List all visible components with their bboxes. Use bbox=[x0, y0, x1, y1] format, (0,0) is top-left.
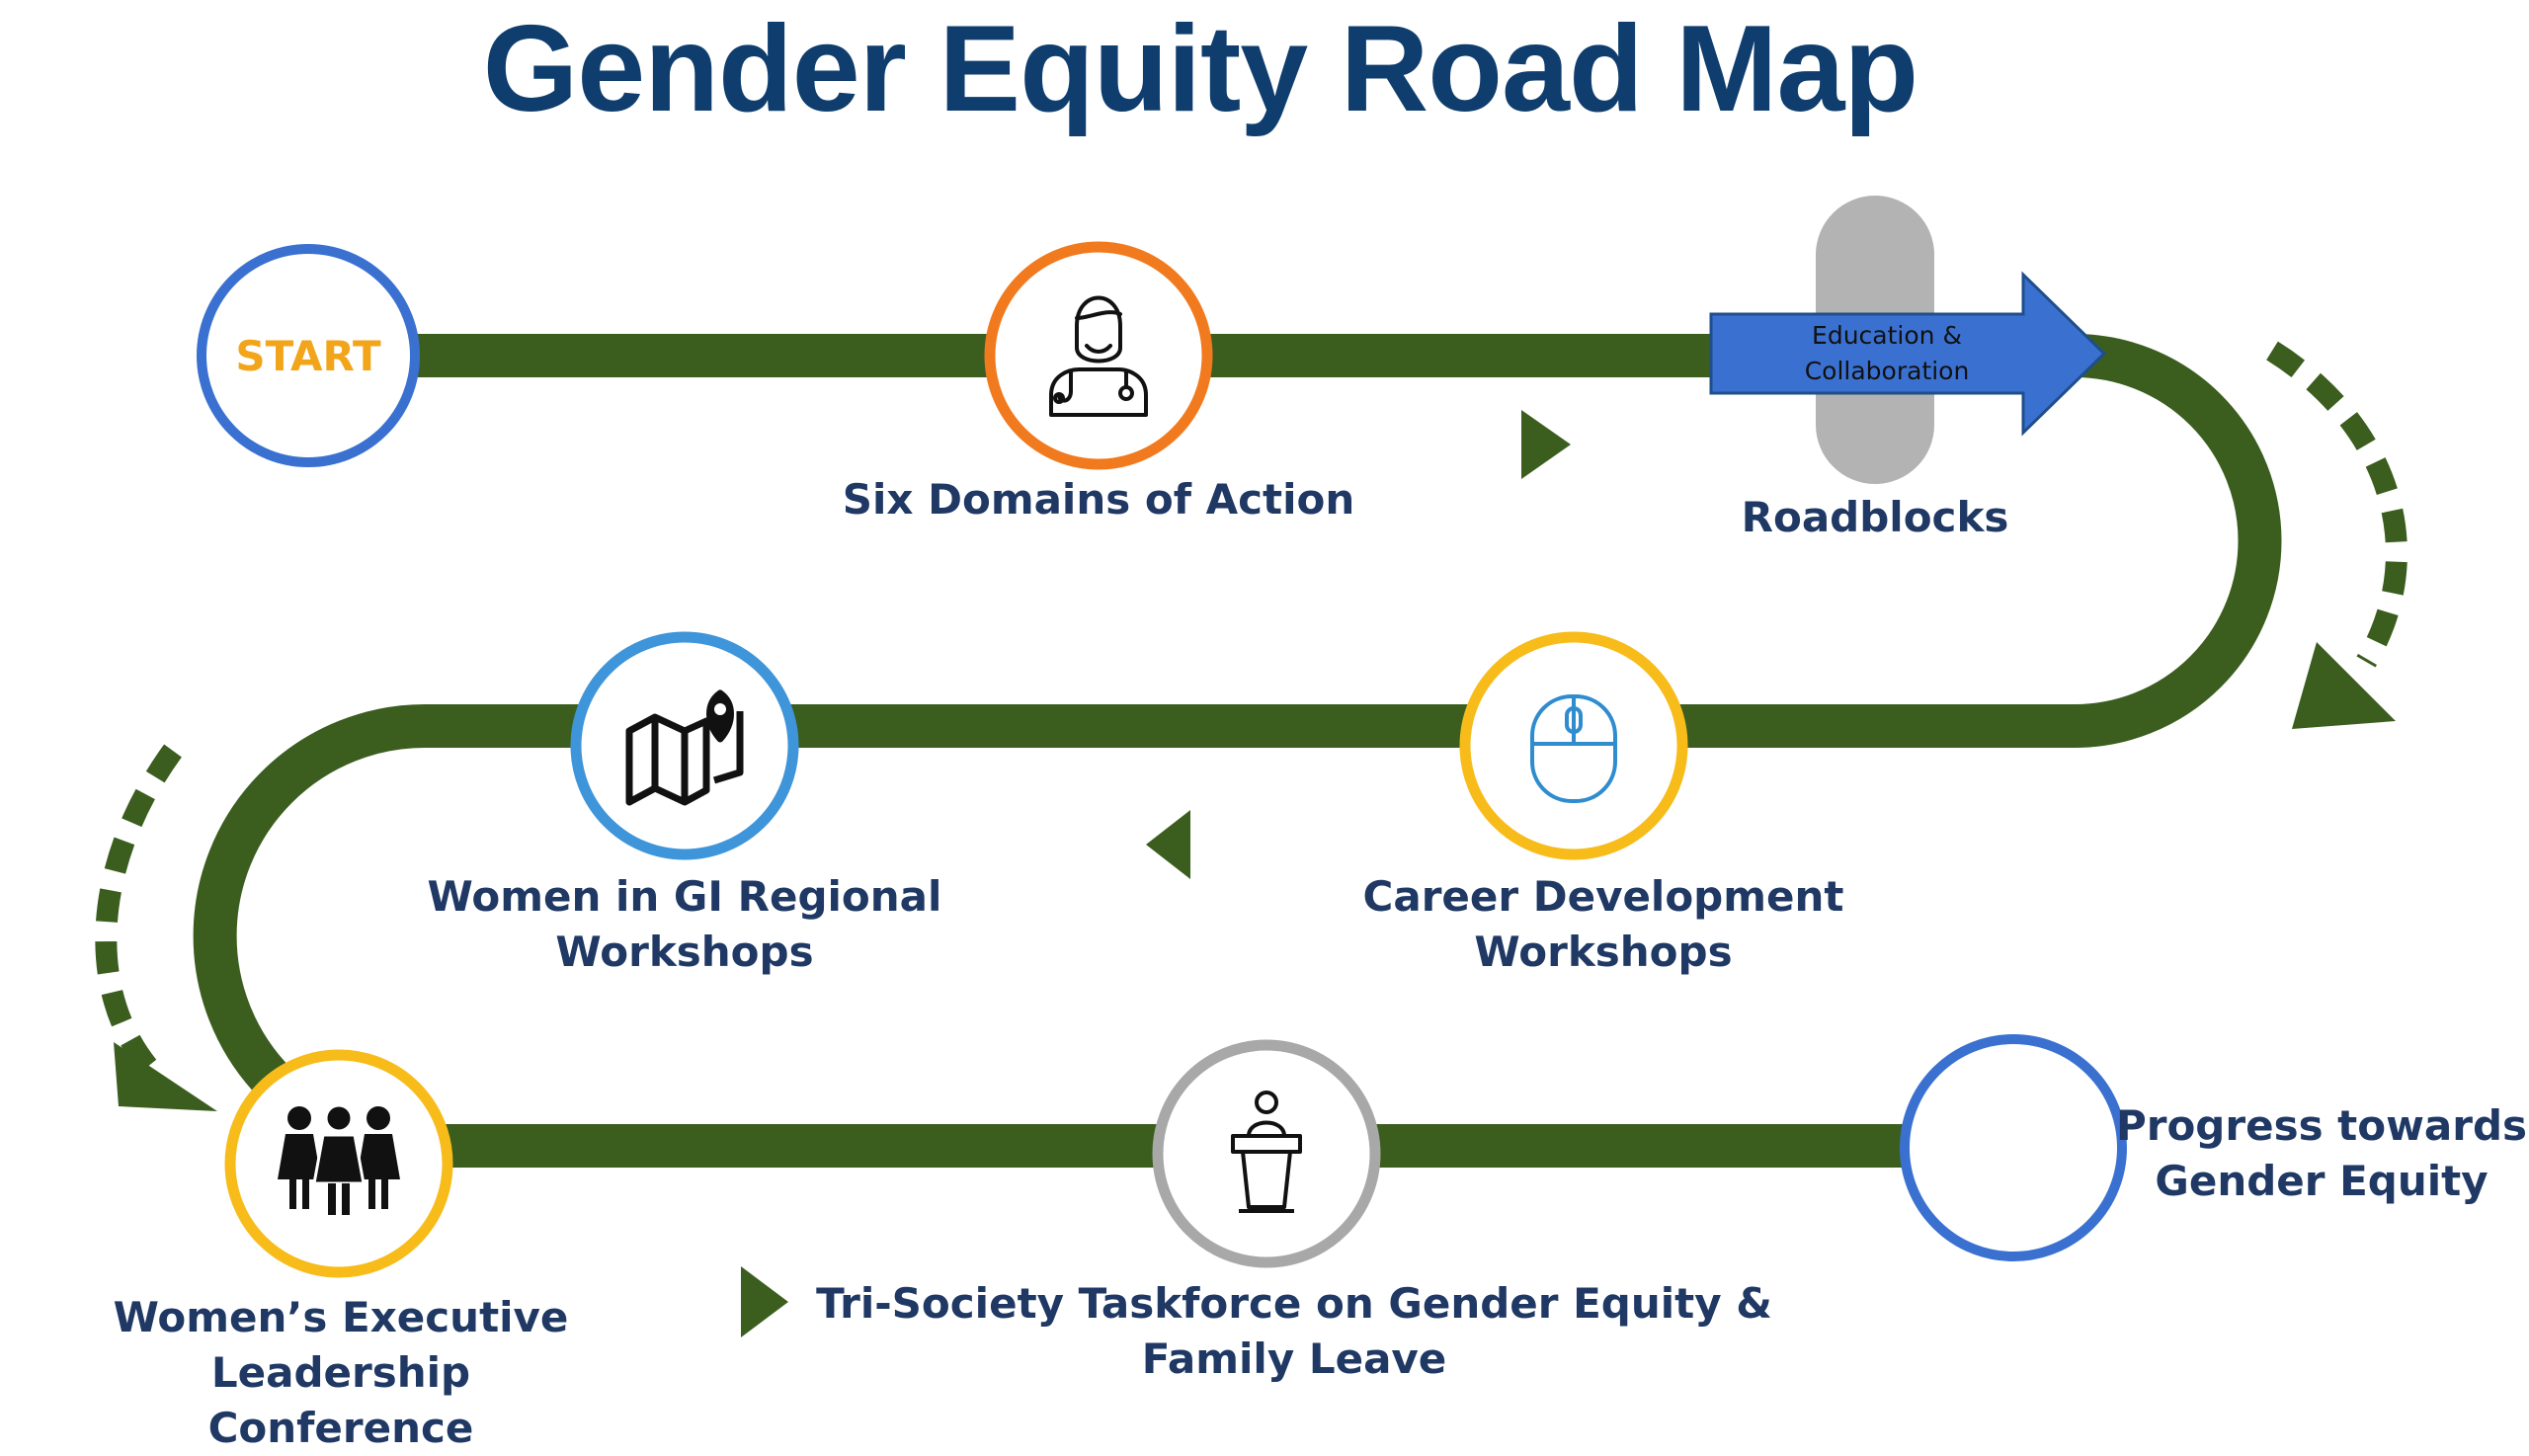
label-regional-workshops: Women in GI Regional Workshops bbox=[427, 872, 942, 976]
start-label: START bbox=[235, 332, 381, 380]
label-career-development: Career Development Workshops bbox=[1362, 872, 1844, 976]
direction-arrow-right-1 bbox=[1521, 410, 1571, 479]
computer-mouse-icon bbox=[1530, 694, 1617, 803]
label-progress: Progress towards Gender Equity bbox=[2115, 1101, 2528, 1205]
road-map-diagram bbox=[95, 196, 2407, 1337]
page-title: Gender Equity Road Map bbox=[482, 1, 1918, 137]
milestone-circle-six-domains bbox=[984, 241, 1213, 470]
milestone-circle-progress bbox=[1900, 1034, 2127, 1261]
doctor-icon bbox=[1049, 295, 1148, 417]
podium-speaker-icon bbox=[1231, 1091, 1302, 1213]
dashed-curve-arrow-right bbox=[2266, 341, 2407, 668]
education-collaboration-label: Education & Collaboration bbox=[1804, 321, 1970, 385]
dashed-curve-arrow-left bbox=[95, 744, 182, 1074]
label-roadblocks: Roadblocks bbox=[1741, 493, 2009, 541]
label-six-domains: Six Domains of Action bbox=[842, 475, 1355, 524]
dashed-curve-arrowhead-left bbox=[114, 1042, 217, 1111]
education-collaboration-arrow bbox=[1709, 271, 2107, 437]
start-circle bbox=[197, 244, 420, 467]
road-path bbox=[193, 334, 2282, 1168]
map-pin-icon bbox=[625, 689, 744, 806]
group-of-women-icon bbox=[278, 1103, 400, 1215]
label-tri-society: Tri-Society Taskforce on Gender Equity &… bbox=[816, 1279, 1772, 1383]
direction-arrow-right-2 bbox=[741, 1266, 788, 1337]
dashed-curve-arrowhead-right bbox=[2292, 642, 2396, 729]
direction-arrow-left bbox=[1146, 810, 1190, 879]
label-executive-leadership: Women’s Executive Leadership Conference bbox=[113, 1293, 569, 1452]
